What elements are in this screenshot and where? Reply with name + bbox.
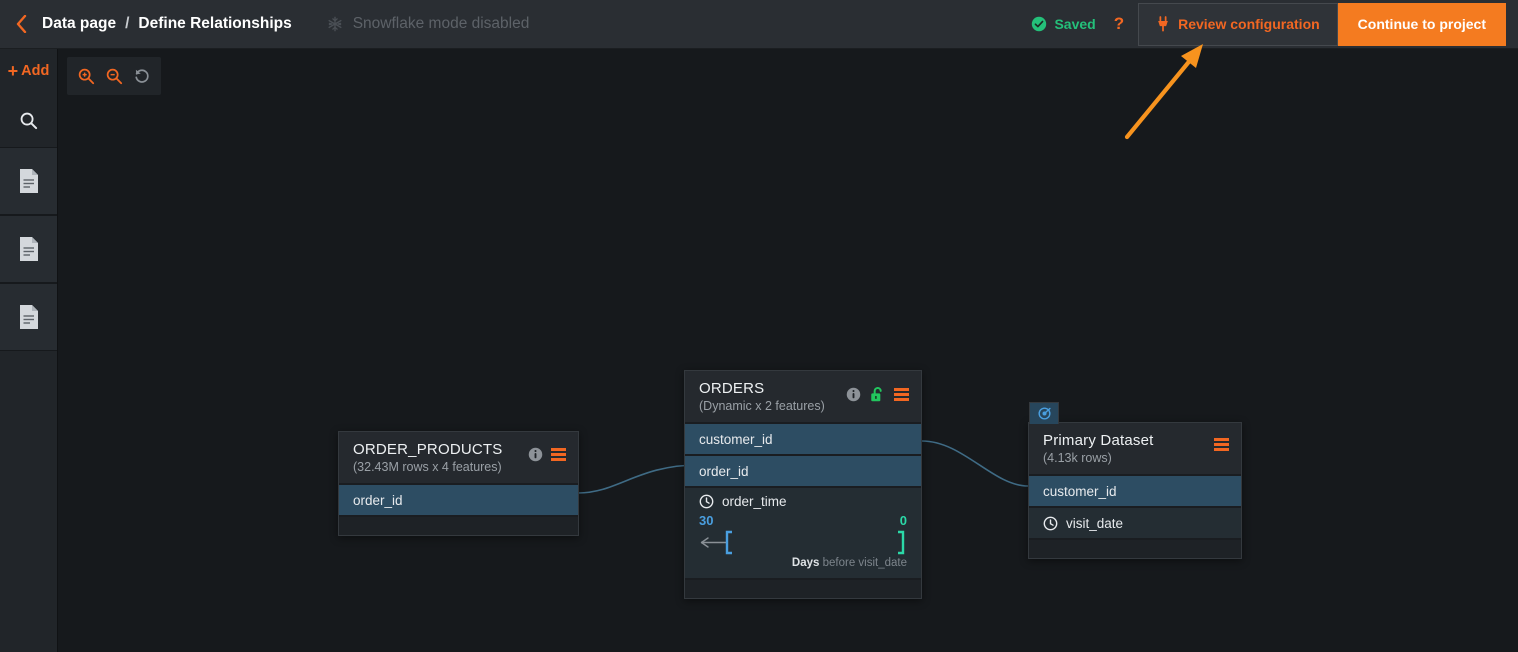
review-configuration-label: Review configuration — [1178, 16, 1320, 32]
unlock-icon[interactable] — [869, 386, 886, 403]
plug-icon — [1158, 16, 1168, 32]
continue-to-project-label: Continue to project — [1357, 16, 1486, 32]
edge-orders-to-primary — [921, 440, 1029, 487]
breadcrumb: Data page / Define Relationships — [42, 15, 292, 33]
snowflake-mode-status: Snowflake mode disabled — [326, 15, 530, 33]
range-start-value: 30 — [699, 513, 714, 528]
clock-icon — [699, 494, 714, 509]
reset-zoom-button[interactable] — [133, 67, 151, 85]
node-header-icons — [846, 380, 909, 403]
slider-graphic — [700, 530, 905, 555]
relationship-canvas[interactable]: ORDER_PRODUCTS (32.43M rows x 4 features… — [58, 49, 1518, 652]
node-order-products[interactable]: ORDER_PRODUCTS (32.43M rows x 4 features… — [338, 431, 579, 536]
range-end-value: 0 — [899, 513, 907, 528]
document-icon — [19, 305, 38, 329]
node-subtitle: (Dynamic x 2 features) — [699, 399, 825, 413]
header-actions: Saved ? Review configuration Continue to… — [1031, 0, 1518, 49]
time-range-values: 30 0 — [699, 513, 907, 528]
plus-icon: + — [7, 61, 19, 81]
zoom-toolbar — [67, 57, 161, 95]
node-title: ORDER_PRODUCTS — [353, 441, 503, 458]
time-field-header: order_time — [699, 494, 907, 509]
node-header: ORDER_PRODUCTS (32.43M rows x 4 features… — [339, 432, 578, 483]
breadcrumb-parent[interactable]: Data page — [42, 15, 117, 32]
node-title: Primary Dataset — [1043, 432, 1154, 449]
top-header: Data page / Define Relationships Snowfla… — [0, 0, 1518, 49]
zoom-out-button[interactable] — [105, 67, 123, 85]
review-configuration-button[interactable]: Review configuration — [1138, 2, 1338, 46]
back-button[interactable] — [4, 0, 38, 49]
field-row-customer-id[interactable]: customer_id — [1029, 474, 1241, 506]
field-row-customer-id[interactable]: customer_id — [685, 422, 921, 454]
field-label: customer_id — [1043, 483, 1117, 499]
field-label: order_id — [353, 492, 403, 508]
reset-icon — [135, 69, 149, 83]
time-range-slider[interactable] — [699, 529, 907, 555]
field-label: visit_date — [1066, 515, 1124, 531]
node-title: ORDERS — [699, 380, 765, 397]
add-button[interactable]: + Add — [0, 49, 57, 93]
node-header-icons — [1214, 432, 1229, 451]
node-title-block: ORDER_PRODUCTS (32.43M rows x 4 features… — [353, 441, 502, 474]
time-field-label: order_time — [722, 494, 787, 509]
search-icon — [20, 112, 38, 129]
check-circle-icon — [1032, 16, 1047, 32]
sidebar-item-dataset-1[interactable] — [0, 147, 57, 215]
field-label: customer_id — [699, 431, 773, 447]
sidebar-item-dataset-3[interactable] — [0, 283, 57, 351]
snowflake-icon — [328, 16, 342, 32]
time-window-widget[interactable]: order_time 30 0 — [685, 486, 921, 578]
field-label: order_id — [699, 463, 749, 479]
node-footer — [339, 515, 578, 535]
node-header: Primary Dataset (4.13k rows) — [1029, 423, 1241, 474]
time-unit-suffix: before visit_date — [822, 557, 907, 569]
field-row-order-id[interactable]: order_id — [685, 454, 921, 486]
time-unit-caption: Days before visit_date — [699, 557, 907, 569]
zoom-out-icon — [106, 68, 123, 85]
edge-order-products-to-orders — [577, 464, 699, 494]
node-title-block: Primary Dataset (4.13k rows) — [1043, 432, 1154, 465]
left-sidebar: + Add — [0, 49, 58, 652]
node-footer — [685, 578, 921, 598]
clock-icon — [1043, 516, 1058, 530]
info-icon[interactable] — [846, 387, 861, 402]
hamburger-menu-icon[interactable] — [1214, 438, 1229, 451]
saved-label: Saved — [1054, 16, 1096, 32]
node-footer — [1029, 538, 1241, 558]
node-header-icons — [528, 441, 566, 462]
zoom-in-button[interactable] — [77, 67, 95, 85]
time-unit: Days — [791, 557, 820, 569]
add-label: Add — [21, 63, 50, 79]
zoom-in-icon — [78, 68, 95, 85]
breadcrumb-current: Define Relationships — [138, 15, 292, 32]
field-row-order-id[interactable]: order_id — [339, 483, 578, 515]
node-header: ORDERS (Dynamic x 2 features) — [685, 371, 921, 422]
sidebar-item-dataset-2[interactable] — [0, 215, 57, 283]
hamburger-menu-icon[interactable] — [551, 448, 566, 461]
node-title-block: ORDERS (Dynamic x 2 features) — [699, 380, 825, 413]
node-primary-dataset[interactable]: Primary Dataset (4.13k rows) customer_id… — [1028, 402, 1242, 559]
breadcrumb-separator: / — [125, 15, 130, 32]
chevron-left-icon — [16, 15, 26, 33]
sidebar-search-button[interactable] — [0, 93, 57, 147]
node-orders[interactable]: ORDERS (Dynamic x 2 features) — [684, 370, 922, 599]
node-subtitle: (32.43M rows x 4 features) — [353, 460, 502, 474]
field-row-visit-date[interactable]: visit_date — [1029, 506, 1241, 538]
help-button[interactable]: ? — [1113, 14, 1125, 33]
target-icon — [1037, 407, 1051, 420]
node-subtitle: (4.13k rows) — [1043, 451, 1112, 465]
continue-to-project-button[interactable]: Continue to project — [1337, 2, 1506, 46]
hamburger-menu-icon[interactable] — [894, 388, 909, 401]
document-icon — [19, 237, 38, 261]
info-icon[interactable] — [528, 447, 543, 462]
document-icon — [19, 169, 38, 193]
snowflake-mode-label: Snowflake mode disabled — [352, 15, 530, 32]
primary-dataset-tab[interactable] — [1029, 402, 1059, 424]
status-badge: Saved — [1031, 16, 1096, 32]
